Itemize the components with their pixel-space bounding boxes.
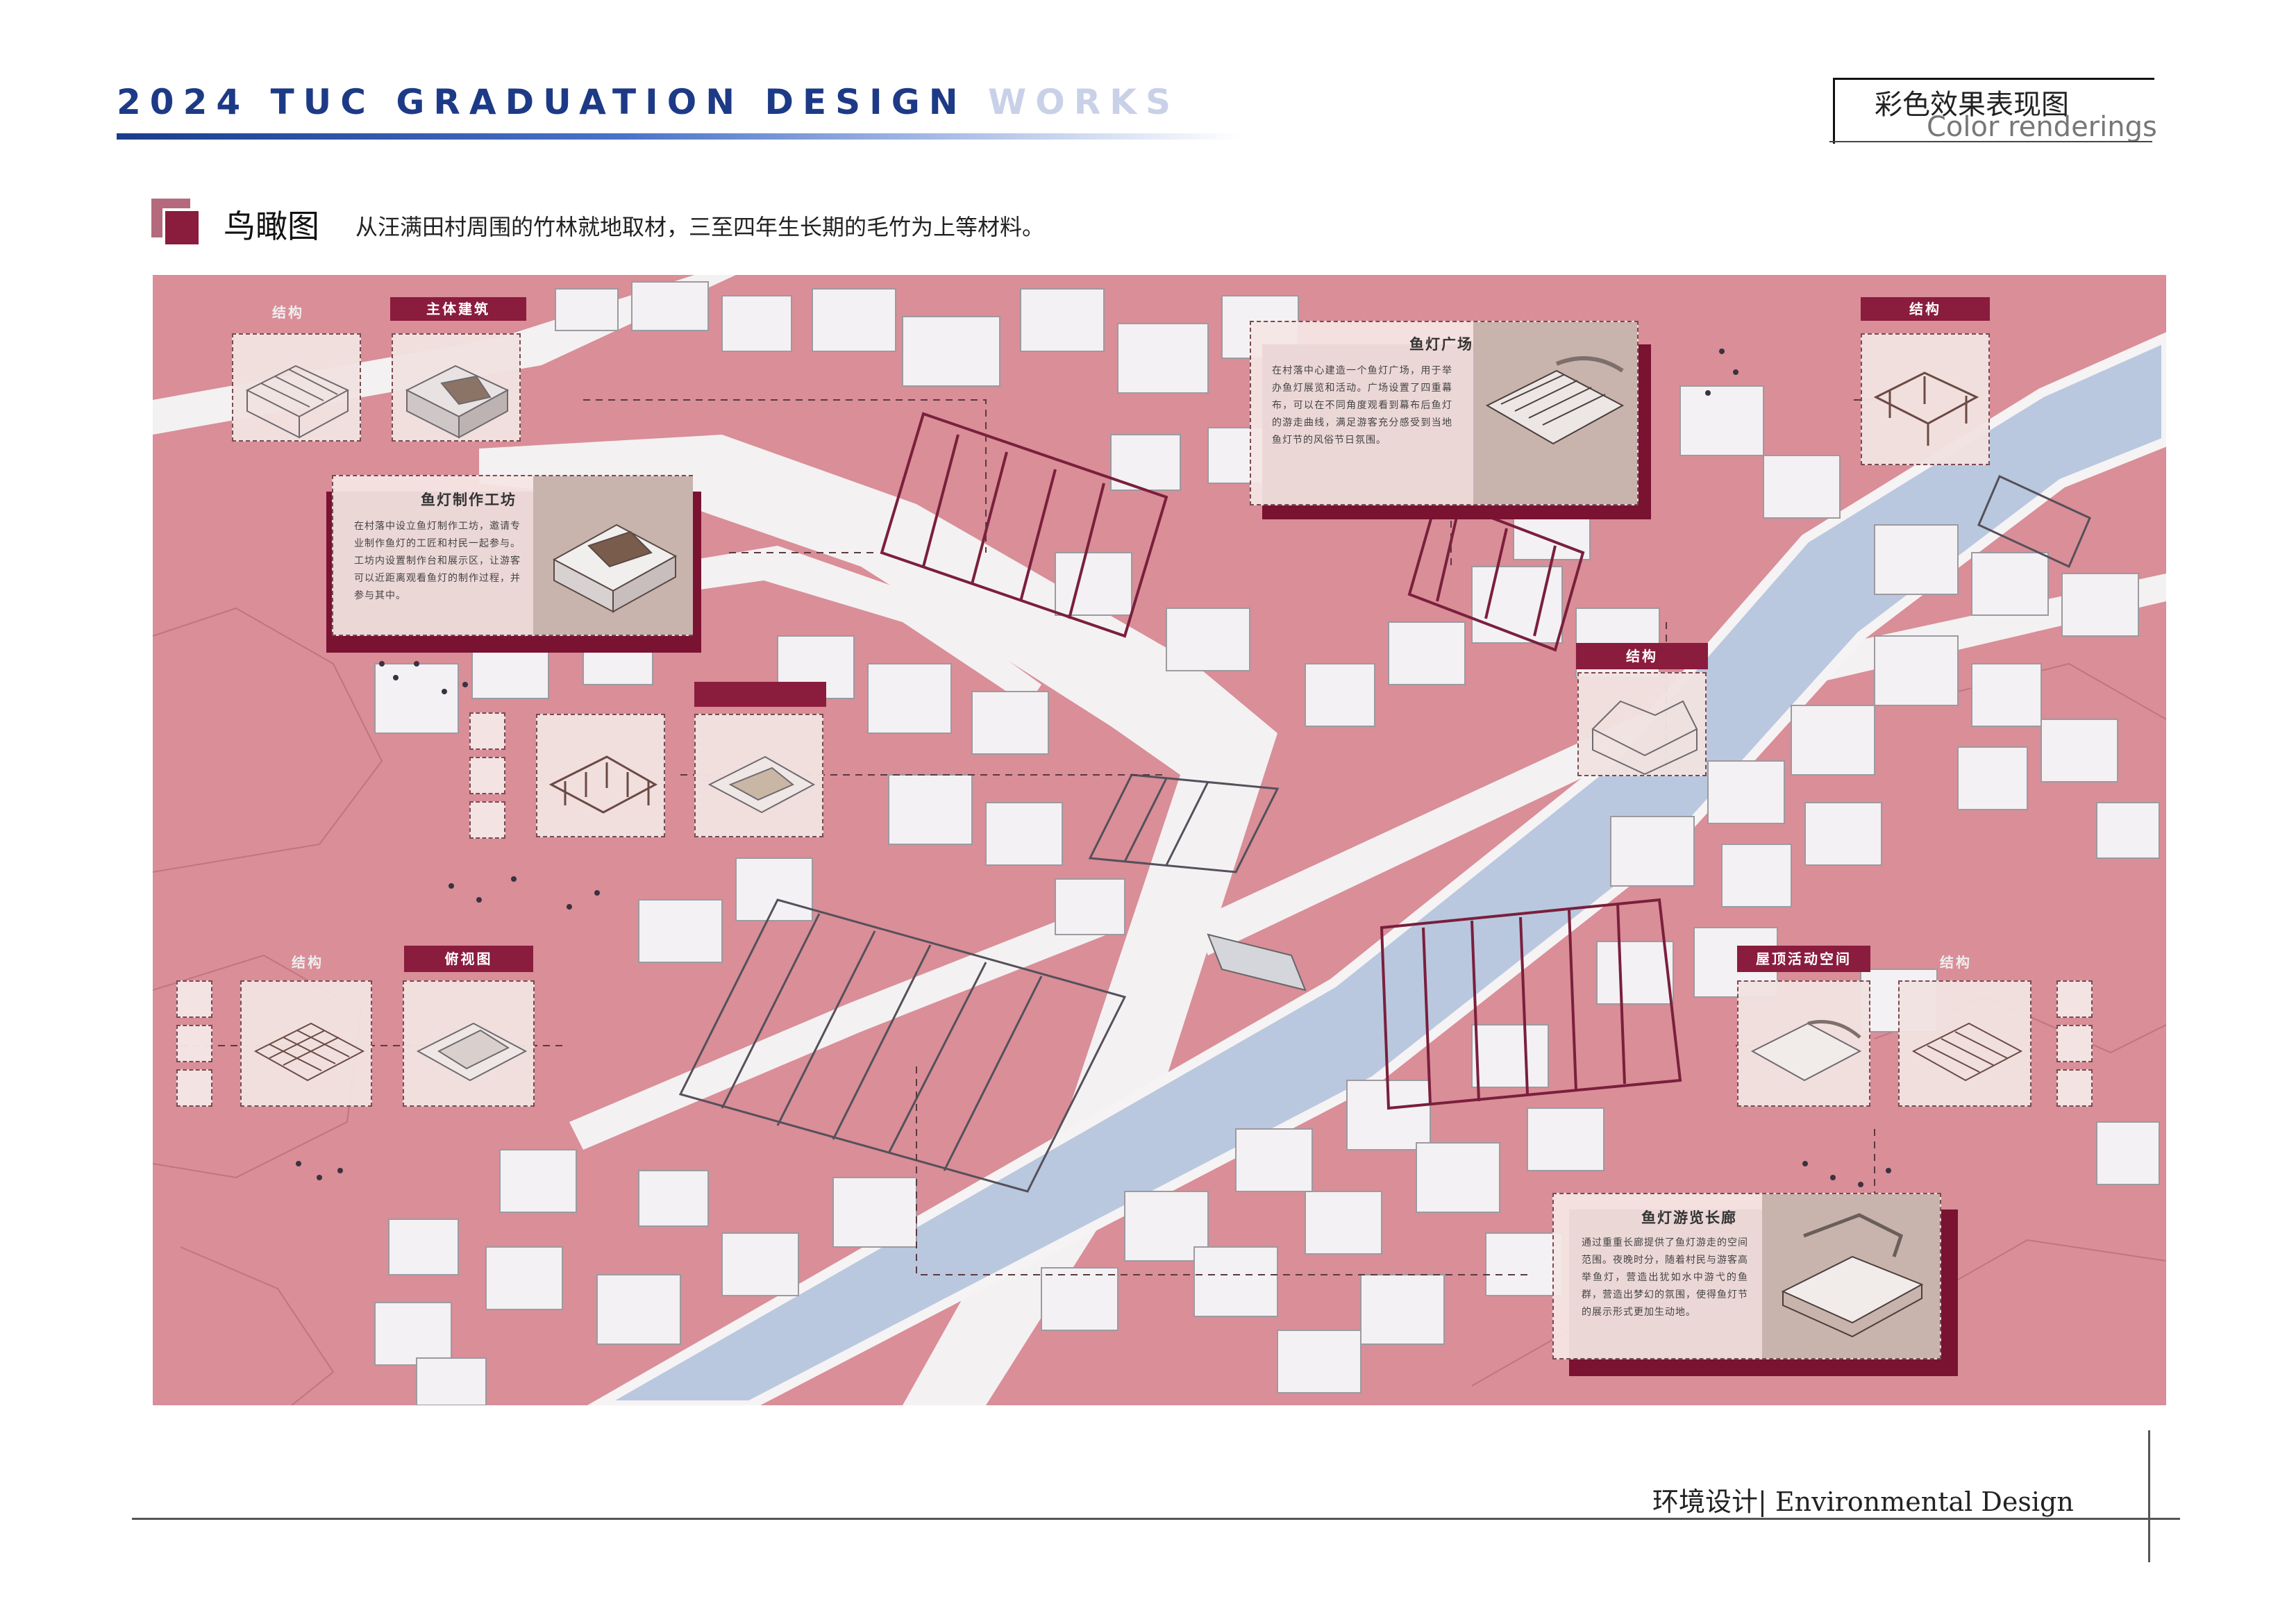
aerial-map: 结构 主体建筑 鱼灯制作工坊 在村落中设立鱼灯制作工坊，邀请专业制作鱼灯的工匠和…	[153, 275, 2166, 1405]
thumb-main-building	[392, 333, 521, 442]
card-plaza-title: 鱼灯广场	[1409, 336, 1473, 353]
label-structure-top-left: 结构	[272, 304, 304, 321]
card-workshop: 鱼灯制作工坊 在村落中设立鱼灯制作工坊，邀请专业制作鱼灯的工匠和村民一起参与。工…	[332, 475, 693, 636]
header-title: 2024 TUC GRADUATION DESIGN WORKS	[117, 82, 1180, 122]
axonometric-frame-icon	[1873, 371, 1979, 446]
thumb-corridor	[1762, 1194, 1940, 1358]
thumb-structure-top-left	[232, 333, 361, 442]
thumb-structure-center	[1577, 672, 1707, 776]
axonometric-roof-frame-icon	[1591, 700, 1698, 775]
axonometric-frame-icon-3	[1911, 1022, 2023, 1082]
mini-thumb-2	[469, 757, 505, 794]
label-structure-center: 结构	[1576, 643, 1708, 669]
bridge	[1207, 933, 1307, 991]
section-title-en: Color renderings	[1927, 111, 2157, 143]
mini-thumb-3	[469, 801, 505, 839]
section-title-zh: 彩色效果表现图	[1875, 89, 2069, 121]
header-gradient-rule	[117, 133, 1241, 140]
header-title-faded: WORKS	[988, 82, 1180, 122]
axonometric-building-icon-2	[707, 755, 816, 814]
card-plaza-text: 在村落中心建造一个鱼灯广场，用于举办鱼灯展览和活动。广场设置了四重幕布，可以在不…	[1272, 365, 1452, 446]
axonometric-frame-icon-2	[548, 755, 658, 814]
thumb-structure-top-right	[1861, 333, 1990, 465]
label-bar-blank	[694, 682, 826, 707]
card-corridor: 鱼灯游览长廊 通过重重长廊提供了鱼灯游走的空间范围。夜晚时分，随着村民与游客高举…	[1552, 1193, 1941, 1359]
page-description: 从汪满田村周围的竹林就地取材，三至四年生长期的毛竹为上等材料。	[355, 214, 1045, 240]
card-workshop-title: 鱼灯制作工坊	[421, 492, 517, 508]
mini-thumb-8	[2056, 1025, 2093, 1062]
footer-label: 环境设计| Environmental Design	[1652, 1487, 2074, 1517]
card-plaza: 鱼灯广场 在村落中心建造一个鱼灯广场，用于举办鱼灯展览和活动。广场设置了四重幕布…	[1250, 321, 1639, 505]
thumb-rooftop	[1737, 980, 1870, 1107]
thumb-building-left-mid	[694, 714, 823, 837]
bamboo-structures	[880, 412, 1682, 1110]
card-corridor-title: 鱼灯游览长廊	[1641, 1209, 1737, 1226]
axonometric-structure-icon	[245, 365, 350, 439]
mini-thumb-4	[176, 980, 212, 1018]
label-top-view: 俯视图	[404, 946, 533, 972]
label-structure-right: 结构	[1940, 954, 1972, 971]
thumb-structure-left-mid	[536, 714, 665, 837]
mini-thumb-1	[469, 712, 505, 750]
thumb-top-view	[403, 980, 535, 1107]
thumb-structure-left	[240, 980, 372, 1107]
label-structure-left: 结构	[292, 954, 324, 971]
grey-structures	[678, 474, 2091, 1193]
axonometric-building-icon	[405, 365, 510, 439]
section-frame	[1833, 78, 2154, 144]
mini-thumb-9	[2056, 1069, 2093, 1107]
page-title: 鸟瞰图	[224, 208, 319, 245]
thumb-workshop	[533, 476, 693, 635]
axonometric-rooftop-icon	[1750, 1020, 1862, 1082]
label-main-building: 主体建筑	[390, 297, 526, 321]
people	[296, 349, 1891, 1187]
workshop-model-icon	[552, 524, 678, 613]
mini-thumb-7	[2056, 980, 2093, 1018]
header-title-main: 2024 TUC GRADUATION DESIGN	[117, 82, 967, 122]
mini-thumb-6	[176, 1069, 212, 1107]
plaza-model-icon	[1485, 356, 1625, 445]
card-workshop-text: 在村落中设立鱼灯制作工坊，邀请专业制作鱼灯的工匠和村民一起参与。工坊内设置制作台…	[354, 521, 521, 601]
corridor-model-icon	[1781, 1213, 1924, 1338]
axonometric-grid-icon	[253, 1022, 365, 1082]
square-bullet-icon-front	[162, 208, 201, 247]
thumb-plaza	[1473, 322, 1637, 504]
footer-rule	[132, 1518, 2180, 1520]
label-structure-top-right: 结构	[1861, 297, 1990, 321]
label-rooftop: 屋顶活动空间	[1737, 946, 1870, 972]
axonometric-topview-icon	[416, 1022, 528, 1082]
mini-thumb-5	[176, 1025, 212, 1062]
card-corridor-text: 通过重重长廊提供了鱼灯游走的空间范围。夜晚时分，随着村民与游客高举鱼灯，营造出犹…	[1582, 1237, 1748, 1318]
section-underline	[1829, 141, 2152, 142]
thumb-structure-right	[1898, 980, 2031, 1107]
footer-vertical-rule	[2148, 1430, 2150, 1562]
